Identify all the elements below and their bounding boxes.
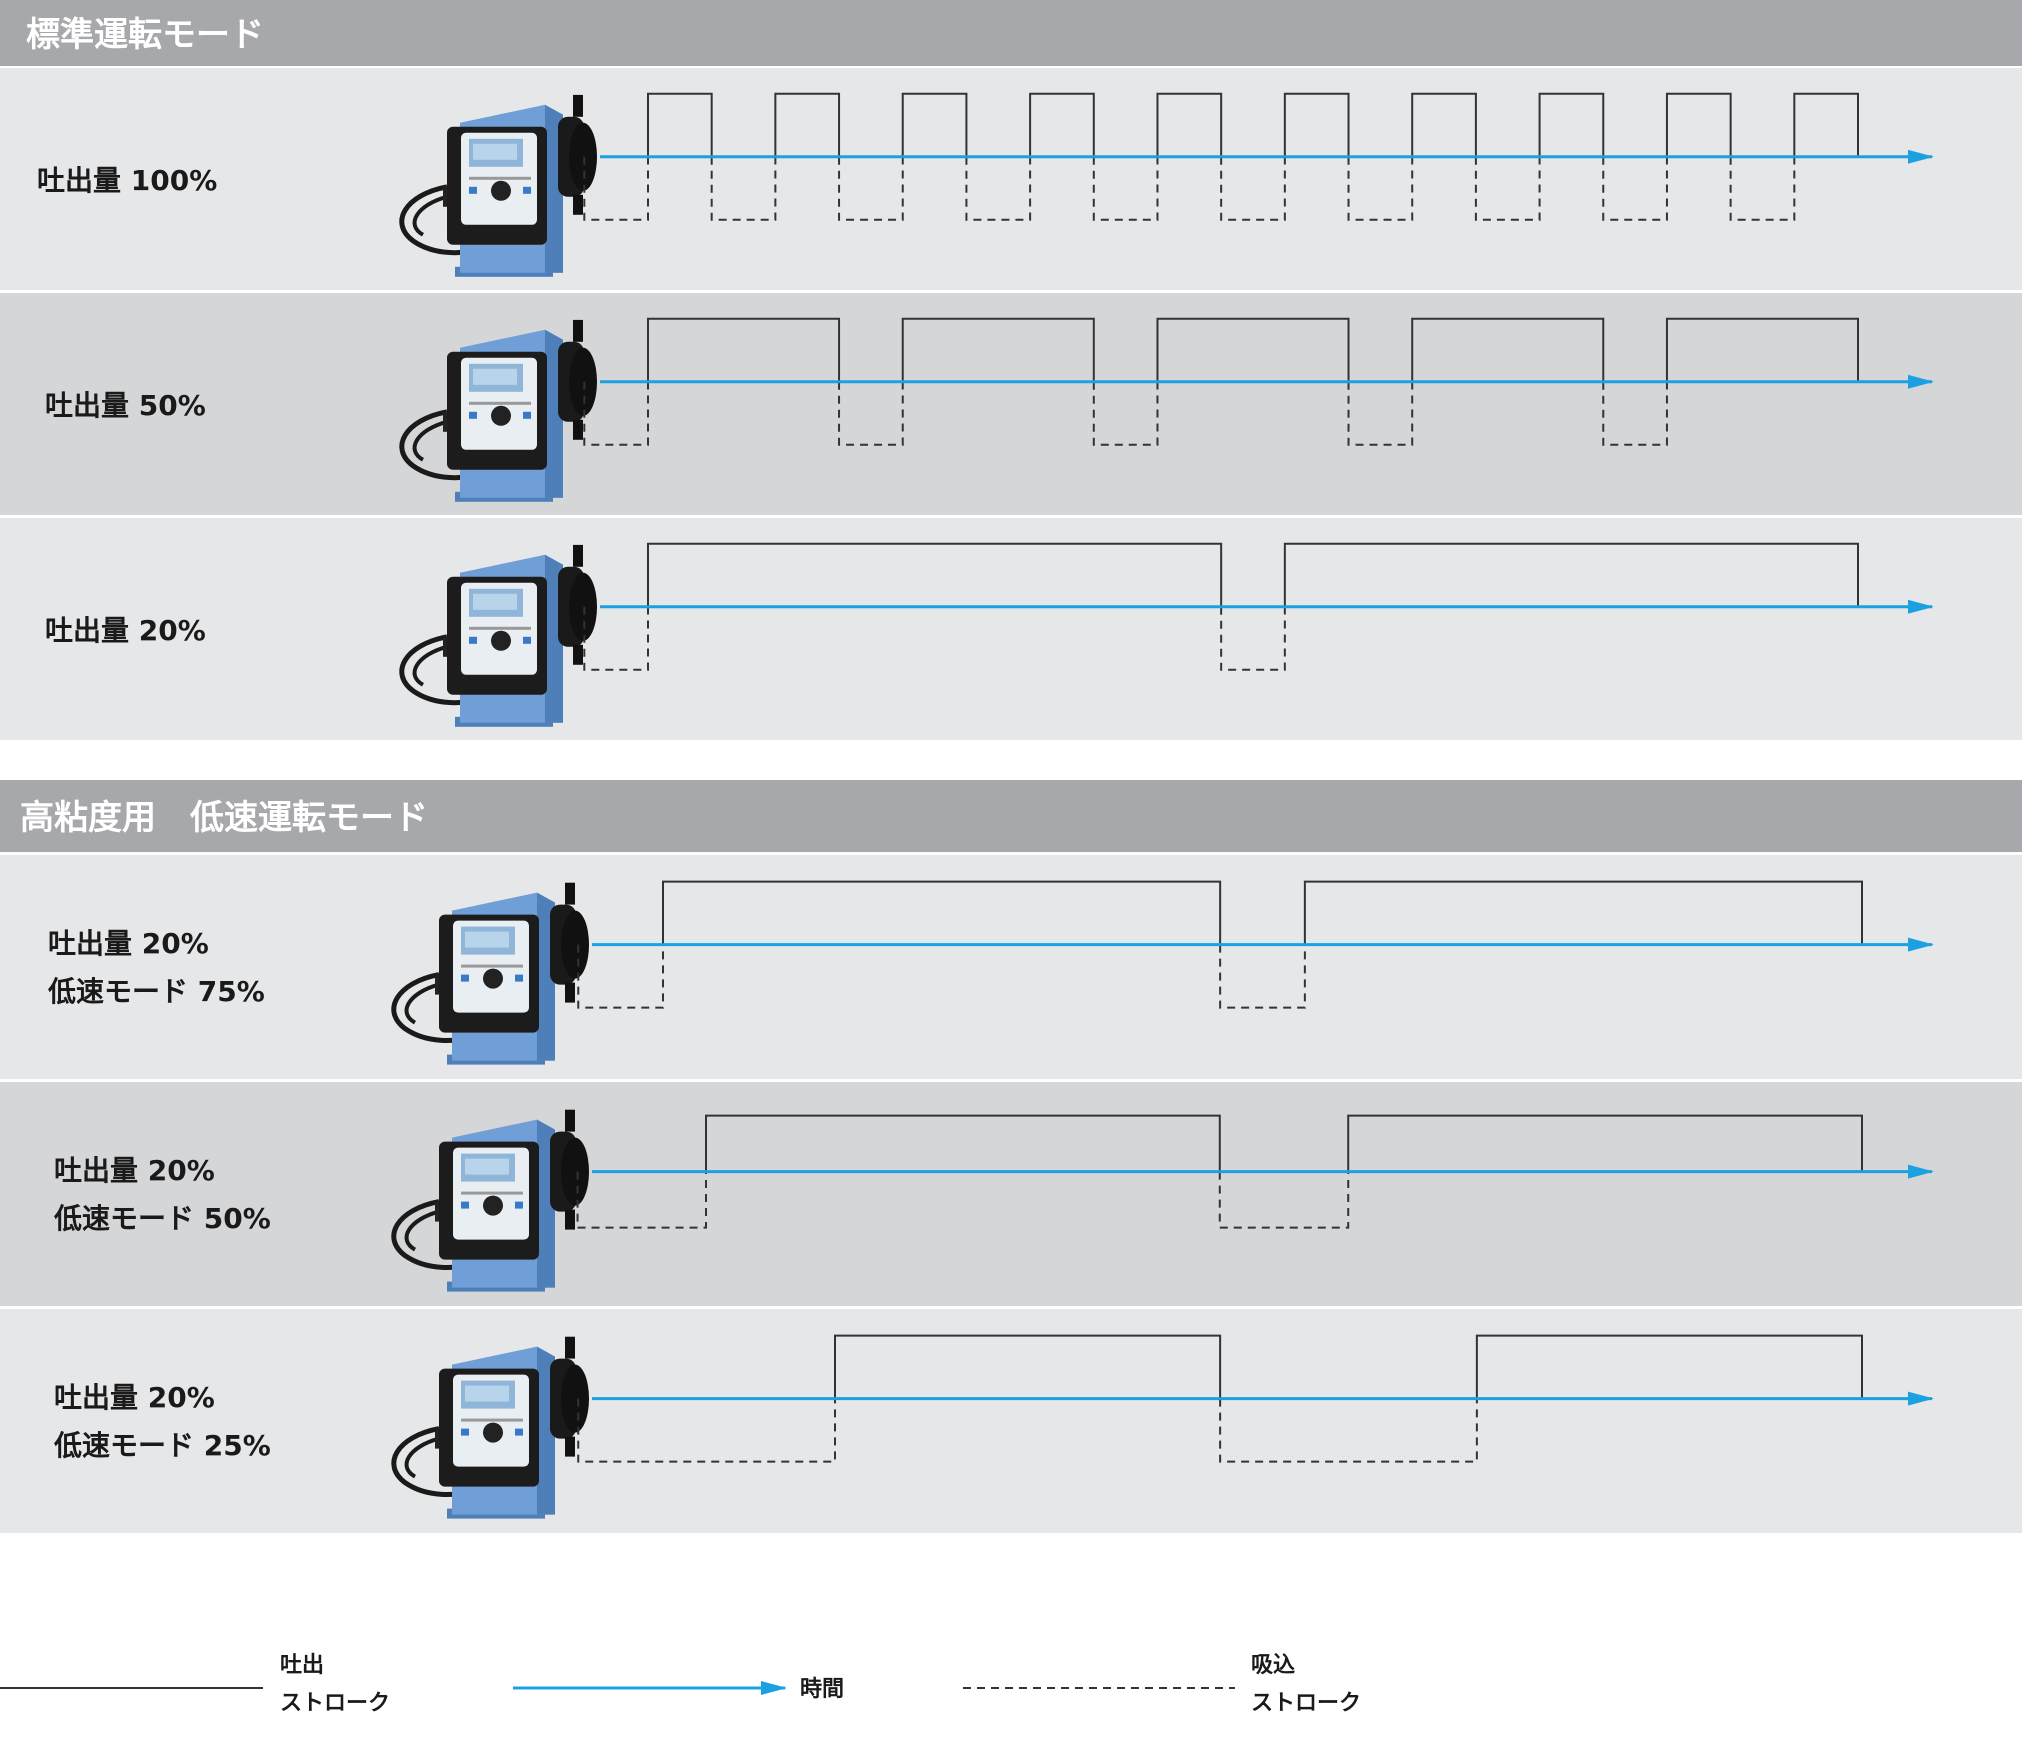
suction-stroke [1219, 1398, 1478, 1463]
discharge-stroke [1411, 92, 1477, 157]
slow-mode-label: 低速モード 75% [47, 975, 265, 1008]
suction-stroke [1220, 606, 1286, 671]
discharge-stroke [901, 92, 968, 157]
stroke-waveform [576, 1114, 1863, 1229]
suction-stroke [576, 1171, 707, 1229]
discharge-stroke [1029, 92, 1095, 157]
mode-row [0, 1082, 2022, 1306]
discharge-stroke [1475, 1334, 1863, 1399]
suction-stroke [838, 156, 904, 221]
mode-row [0, 68, 2022, 290]
discharge-stroke [1538, 92, 1605, 157]
suction-stroke [965, 156, 1032, 221]
discharge-stroke [647, 92, 713, 157]
suction-stroke [1602, 156, 1668, 221]
legend: 吐出ストローク 時間 吸込ストローク [0, 1653, 1361, 1716]
discharge-stroke [1347, 1114, 1863, 1172]
discharge-stroke [774, 92, 841, 157]
suction-stroke [1220, 156, 1286, 221]
suction-stroke [1347, 381, 1414, 446]
suction-stroke [1602, 381, 1668, 446]
mode-row [0, 518, 2022, 740]
section-header [0, 780, 2022, 852]
legend-time-label: 時間 [800, 1677, 844, 1702]
stroke-waveform [577, 880, 1863, 1009]
discharge-stroke [1793, 92, 1859, 157]
discharge-stroke [662, 880, 1222, 945]
legend-suction-label: 吸込ストローク [1251, 1653, 1361, 1716]
discharge-stroke [1665, 317, 1859, 382]
suction-stroke [1218, 1171, 1350, 1229]
discharge-stroke [705, 1114, 1221, 1172]
mode-row [0, 855, 2022, 1079]
section-title: 高粘度用 低速運転モード [20, 798, 428, 838]
mode-row [0, 293, 2022, 515]
discharge-stroke [1156, 317, 1350, 382]
suction-stroke [583, 156, 649, 221]
discharge-stroke [647, 317, 841, 382]
suction-stroke [1347, 156, 1414, 221]
discharge-stroke [1283, 92, 1350, 157]
stroke-waveform [577, 1334, 1863, 1463]
discharge-rate-label: 吐出量 20% [54, 1381, 215, 1414]
mode-row [0, 1309, 2022, 1533]
discharge-stroke [1665, 92, 1732, 157]
suction-stroke [1474, 156, 1541, 221]
discharge-rate-label: 吐出量 50% [45, 389, 206, 422]
suction-stroke [838, 381, 904, 446]
stroke-waveform [583, 317, 1859, 446]
discharge-stroke [1156, 92, 1223, 157]
discharge-stroke [834, 1334, 1222, 1399]
slow-mode-label: 低速モード 25% [53, 1429, 271, 1462]
discharge-stroke [1411, 317, 1605, 382]
discharge-stroke [901, 317, 1095, 382]
discharge-stroke [1303, 880, 1863, 945]
discharge-rate-label: 吐出量 20% [48, 927, 209, 960]
suction-stroke [1729, 156, 1796, 221]
suction-stroke [583, 381, 649, 446]
discharge-rate-label: 吐出量 100% [37, 164, 217, 197]
suction-stroke [1092, 156, 1159, 221]
discharge-stroke [1283, 542, 1859, 607]
legend-discharge-label: 吐出ストローク [280, 1653, 390, 1716]
suction-stroke [583, 606, 649, 671]
discharge-rate-label: 吐出量 20% [54, 1154, 215, 1187]
stroke-waveform [583, 542, 1859, 671]
discharge-stroke [647, 542, 1223, 607]
section-header [0, 0, 2022, 66]
suction-stroke [577, 1398, 836, 1463]
section-title: 標準運転モード [26, 15, 264, 55]
suction-stroke [710, 156, 777, 221]
slow-mode-label: 低速モード 50% [53, 1202, 271, 1235]
suction-stroke [1092, 381, 1159, 446]
stroke-waveform [583, 92, 1859, 221]
suction-stroke [577, 944, 664, 1009]
suction-stroke [1219, 944, 1306, 1009]
discharge-rate-label: 吐出量 20% [45, 614, 206, 647]
